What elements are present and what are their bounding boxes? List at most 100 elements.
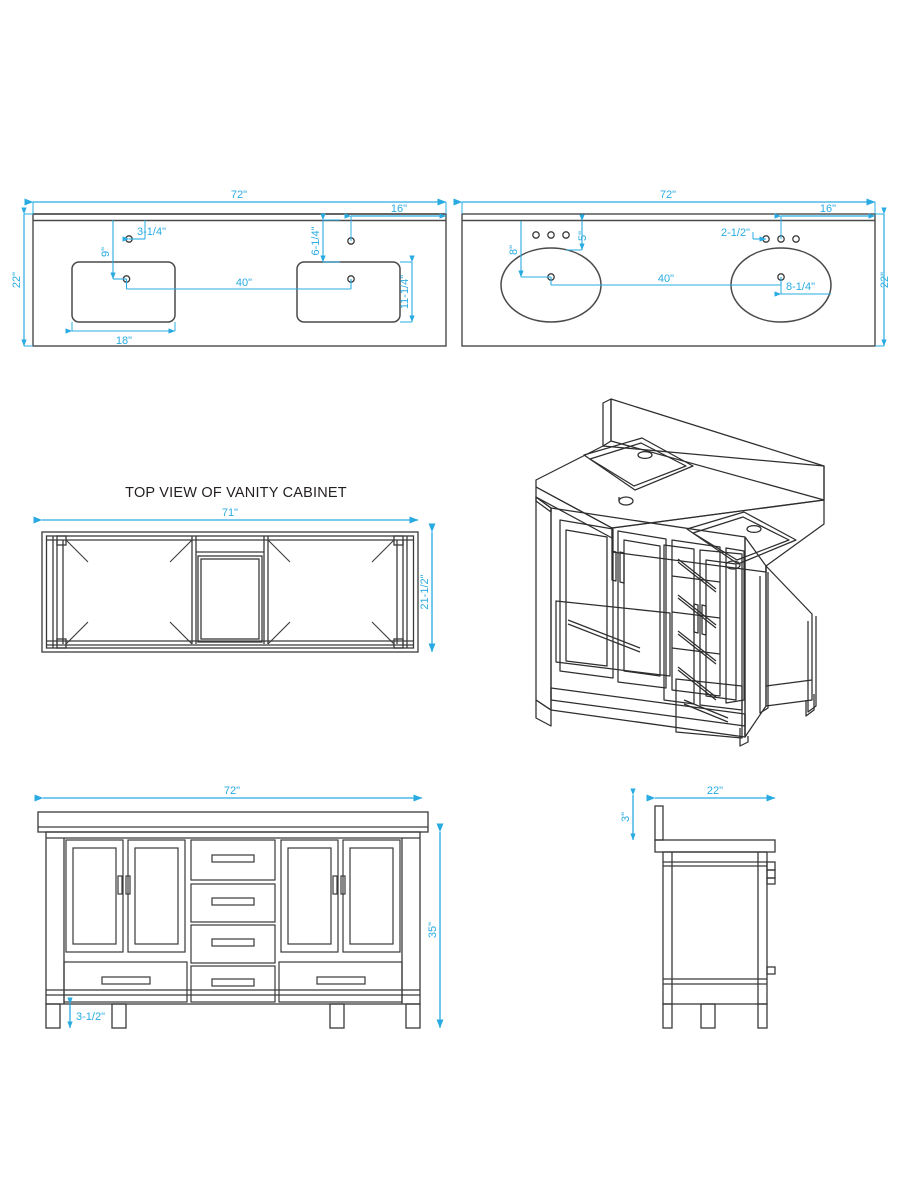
dim-label-side-backsplash: 3"	[620, 812, 632, 822]
dim-front-width: 72"	[34, 785, 423, 802]
view-perspective	[535, 398, 825, 747]
right-rectangular-sink	[296, 261, 401, 323]
dim-oval-hole-offset: 5"	[566, 214, 589, 251]
front-drawer-1	[190, 839, 276, 881]
front-door-2	[127, 839, 186, 953]
left-sink-rim-3d	[583, 437, 694, 491]
cabinet-right-post	[759, 572, 769, 714]
leg-front-right-3d	[739, 728, 749, 747]
door-handle-4-3d	[701, 604, 707, 636]
cabinet-rear-right-post	[807, 616, 817, 713]
dim-oval-hole-spacing: 2-1/2"	[721, 227, 767, 242]
side-elevation-outline	[654, 805, 776, 1029]
front-bottom-drawer-right-pull	[316, 976, 366, 985]
front-drawer-3	[190, 924, 276, 964]
front-drawer-pull-1	[211, 854, 255, 863]
side-leg-rear	[662, 1003, 673, 1029]
left-sink-basin-3d	[589, 442, 687, 487]
side-leg-center	[700, 1003, 716, 1029]
side-handle-upper-3	[766, 877, 776, 885]
front-door-handle-2	[125, 875, 131, 895]
dim-label-oval-half-width: 8-1/4"	[786, 281, 815, 293]
cabinet-plan-outline	[41, 531, 419, 653]
dim-top-rect-sink-width: 18"	[65, 322, 176, 347]
cabinet-top-view-title: TOP VIEW OF VANITY CABINET	[125, 485, 347, 501]
view-cabinet-top: TOP VIEW OF VANITY CABINET 71"	[33, 485, 436, 653]
drawer-pull-3-3d	[677, 630, 717, 662]
door-panel-4-3d	[725, 547, 745, 704]
side-handle-lower	[766, 966, 776, 975]
front-leg-2	[111, 1003, 127, 1029]
front-drawer-pull-3	[211, 938, 255, 947]
dim-label-side-depth: 22"	[707, 785, 723, 797]
front-door-group-right	[280, 839, 401, 953]
dim-top-rect-depth: 22"	[11, 207, 33, 347]
dim-top-rect-sink-depth: 11-1/4"	[399, 255, 415, 323]
front-door-1	[65, 839, 124, 953]
countertop-outline-oval	[461, 213, 876, 347]
front-leg-4	[405, 1003, 421, 1029]
dim-front-height: 35"	[427, 823, 444, 1029]
dim-cabinet-top-depth: 21-1/2"	[419, 523, 436, 653]
bottom-drawer-left-3d	[555, 600, 671, 677]
door-handle-1-3d	[611, 550, 617, 582]
front-drawer-pull-2	[211, 897, 255, 906]
side-leg-front	[757, 1003, 768, 1029]
front-door-group-left	[65, 839, 186, 953]
left-sink-faucet-hole-3d	[637, 450, 653, 460]
right-sink-basin-3d	[692, 516, 790, 561]
bottom-drawer-right-3d	[675, 678, 743, 739]
dim-oval-faucet-back: 8"	[508, 221, 551, 278]
view-front-elevation: 72"	[34, 785, 444, 1029]
dim-label-oval-hole-spacing: 2-1/2"	[721, 227, 750, 239]
dim-top-rect-width: 72"	[24, 189, 447, 214]
dim-label-front-height: 35"	[427, 922, 439, 938]
front-drawer-4	[190, 965, 276, 1003]
door-panel-1-3d	[559, 519, 614, 679]
leg-front-left-3d	[535, 699, 552, 727]
view-top-rect-sink: 72" 16" 22" 3-1/4" 9"	[11, 189, 447, 347]
dim-label-oval-faucet-back: 8"	[508, 245, 520, 255]
dim-label-right-offset: 16"	[391, 203, 407, 215]
dim-top-rect-faucet-back-right: 6-1/4"	[310, 213, 340, 263]
front-door-handle-3	[332, 875, 338, 895]
front-drawer-2	[190, 883, 276, 923]
dim-label-front-width: 72"	[224, 785, 240, 797]
dim-label-spacing: 40"	[236, 277, 252, 289]
bottom-drawer-left-pull-3d	[567, 619, 641, 649]
dim-oval-right-offset: 16"	[774, 203, 876, 239]
dim-top-rect-right-offset: 16"	[344, 203, 447, 241]
dim-side-backsplash: 3"	[620, 788, 636, 841]
front-center-drawer-stack	[190, 839, 276, 1003]
dim-oval-half-width: 8-1/4"	[774, 281, 831, 297]
front-bottom-drawer-left	[63, 961, 188, 1003]
leg-rear-right-3d	[805, 694, 815, 717]
front-bottom-drawers	[63, 961, 403, 1003]
dim-oval-spacing: 40"	[550, 273, 782, 286]
drawer-stack-3d	[671, 539, 721, 697]
dim-label-oval-hole-offset: 5"	[577, 231, 589, 241]
view-top-oval-sink: 72" 16" 22" 8" 5"	[453, 189, 891, 347]
dim-label-oval-width: 72"	[660, 189, 676, 201]
dim-label-cabinet-top-depth: 21-1/2"	[419, 574, 431, 609]
dim-top-rect-spacing: 40"	[125, 277, 352, 290]
front-door-handle-1	[117, 875, 123, 895]
cabinet-carcass-front	[45, 831, 421, 1005]
cabinet-corner-braces	[65, 539, 395, 645]
dim-label-overall-width: 72"	[231, 189, 247, 201]
left-rectangular-sink	[71, 261, 176, 323]
front-legs	[45, 1003, 421, 1029]
right-sink-faucet-hole-3d	[746, 524, 762, 534]
dim-oval-width: 72"	[453, 189, 876, 214]
drawer-pull-4-3d	[677, 666, 717, 698]
drawer-faces-3d	[671, 558, 721, 701]
dim-label-front-leg-height: 3-1/2"	[76, 1011, 105, 1023]
front-drawer-pull-4	[211, 978, 255, 987]
dim-top-rect-faucet-offset: 3-1/4"	[122, 220, 166, 242]
front-door-3	[280, 839, 339, 953]
dim-top-rect-faucet-back: 9"	[100, 220, 127, 280]
door-handle-2-3d	[619, 551, 625, 584]
dim-label-sink-width: 18"	[116, 335, 132, 347]
